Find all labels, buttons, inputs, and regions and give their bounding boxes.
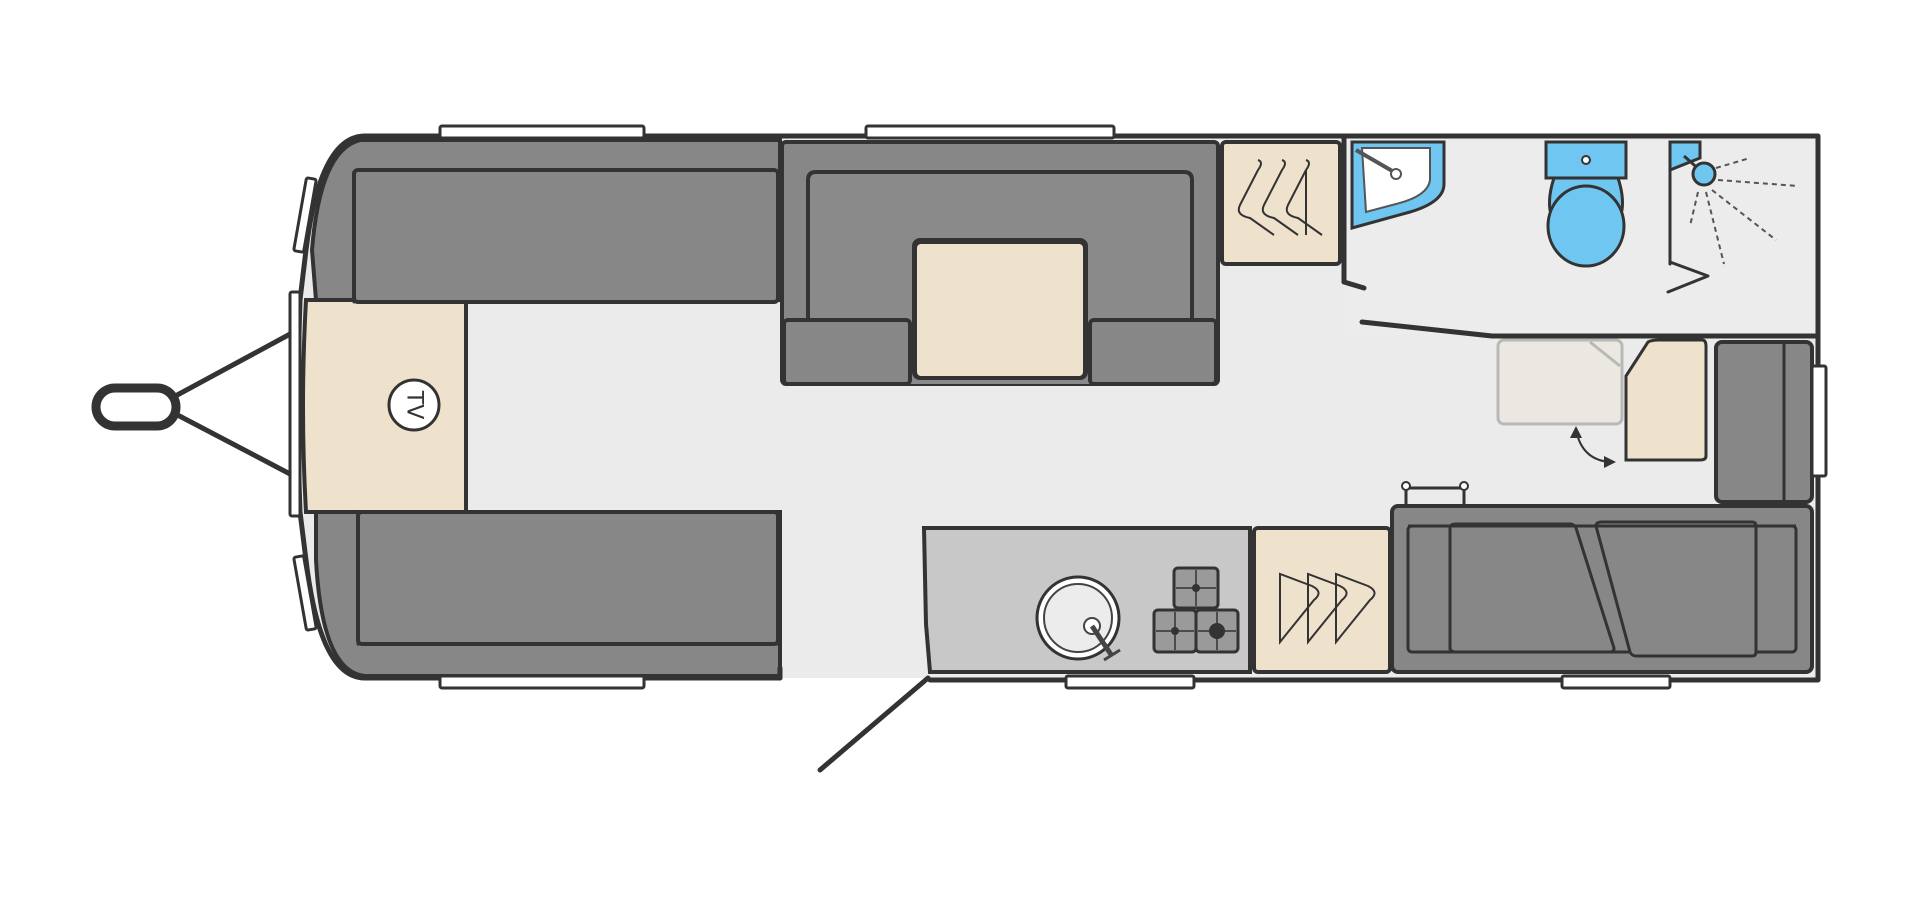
basin-icon xyxy=(1350,140,1446,230)
wardrobe-bottom xyxy=(1252,526,1392,674)
hitch-icon xyxy=(91,330,295,478)
rear-chair xyxy=(1714,340,1814,504)
windows xyxy=(288,124,1828,690)
window-rear-bottom xyxy=(1560,674,1672,690)
rear-sofa xyxy=(1390,481,1814,674)
dinette xyxy=(780,140,1220,386)
front-sofa-top xyxy=(309,138,782,304)
washroom xyxy=(1341,133,1819,339)
front-chest xyxy=(301,298,468,514)
shower-icon xyxy=(1666,140,1799,294)
fridge-cabinet xyxy=(1624,338,1708,462)
window-front-bottom xyxy=(438,674,646,690)
window-rear xyxy=(1810,364,1828,478)
window-front-center xyxy=(288,290,302,518)
tv-label: TV xyxy=(402,390,427,420)
window-front-upper xyxy=(292,176,318,254)
window-front-top xyxy=(438,124,646,140)
front-sofa-bottom xyxy=(314,510,782,678)
hob-icon xyxy=(1152,566,1240,654)
toilet-icon xyxy=(1544,140,1628,268)
kitchen-counter xyxy=(921,526,1252,674)
window-front-lower xyxy=(292,554,318,632)
wardrobe-top xyxy=(1220,140,1342,266)
hanger-icon xyxy=(1279,572,1376,645)
fridge xyxy=(1496,338,1624,426)
window-mid-top xyxy=(864,124,1116,140)
door-swing-arrow-icon xyxy=(1570,426,1616,468)
hanger-icon xyxy=(1237,159,1323,236)
tv-icon: TV xyxy=(387,378,441,432)
sink-icon xyxy=(1035,575,1121,662)
window-kitchen-bottom xyxy=(1064,674,1196,690)
